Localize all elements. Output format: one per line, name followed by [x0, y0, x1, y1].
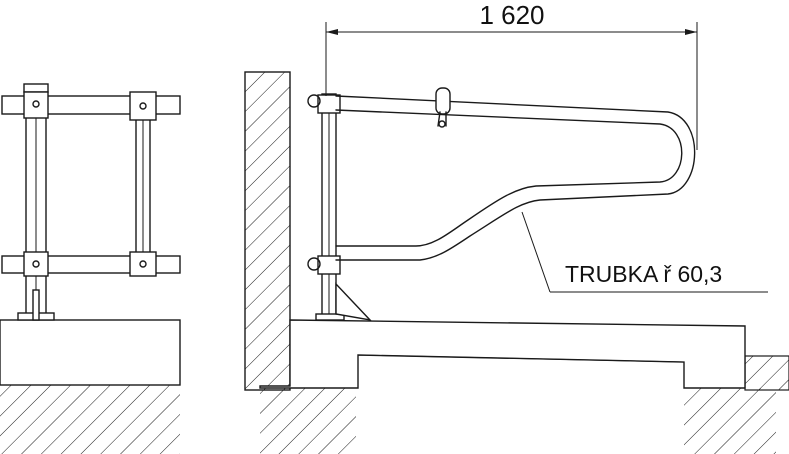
tube-callout-label: TRUBKA ř 60,3	[565, 261, 722, 287]
mount-base-plate	[315, 313, 345, 321]
soil-hatch-right	[684, 388, 776, 454]
front-clamp-upper-left	[23, 91, 49, 119]
handrail-tube-outer	[335, 95, 696, 261]
side-view	[244, 71, 789, 454]
front-view	[0, 83, 181, 454]
front-anchor	[32, 289, 40, 321]
handrail-tube-inner	[335, 109, 683, 247]
concrete-slab	[259, 319, 746, 389]
front-concrete-block	[0, 319, 181, 386]
rail-fitting	[435, 87, 451, 128]
front-clamp-lower-left	[23, 251, 49, 277]
mount-gusset	[335, 282, 372, 322]
front-clamp-lower-right	[129, 251, 157, 277]
front-post-cap	[23, 83, 49, 93]
side-clamp-lower	[317, 255, 341, 275]
tube-callout: TRUBKA ř 60,3	[521, 211, 768, 293]
soil-hatch-left	[260, 388, 356, 454]
dimension-label: 1 620	[479, 0, 544, 30]
front-soil-hatch	[0, 385, 180, 454]
side-clamp-upper	[317, 94, 341, 114]
dimension-1620: 1 620	[325, 0, 698, 150]
wall-hatch	[244, 71, 291, 391]
step-hatch	[744, 355, 789, 391]
front-clamp-upper-right	[129, 91, 157, 121]
